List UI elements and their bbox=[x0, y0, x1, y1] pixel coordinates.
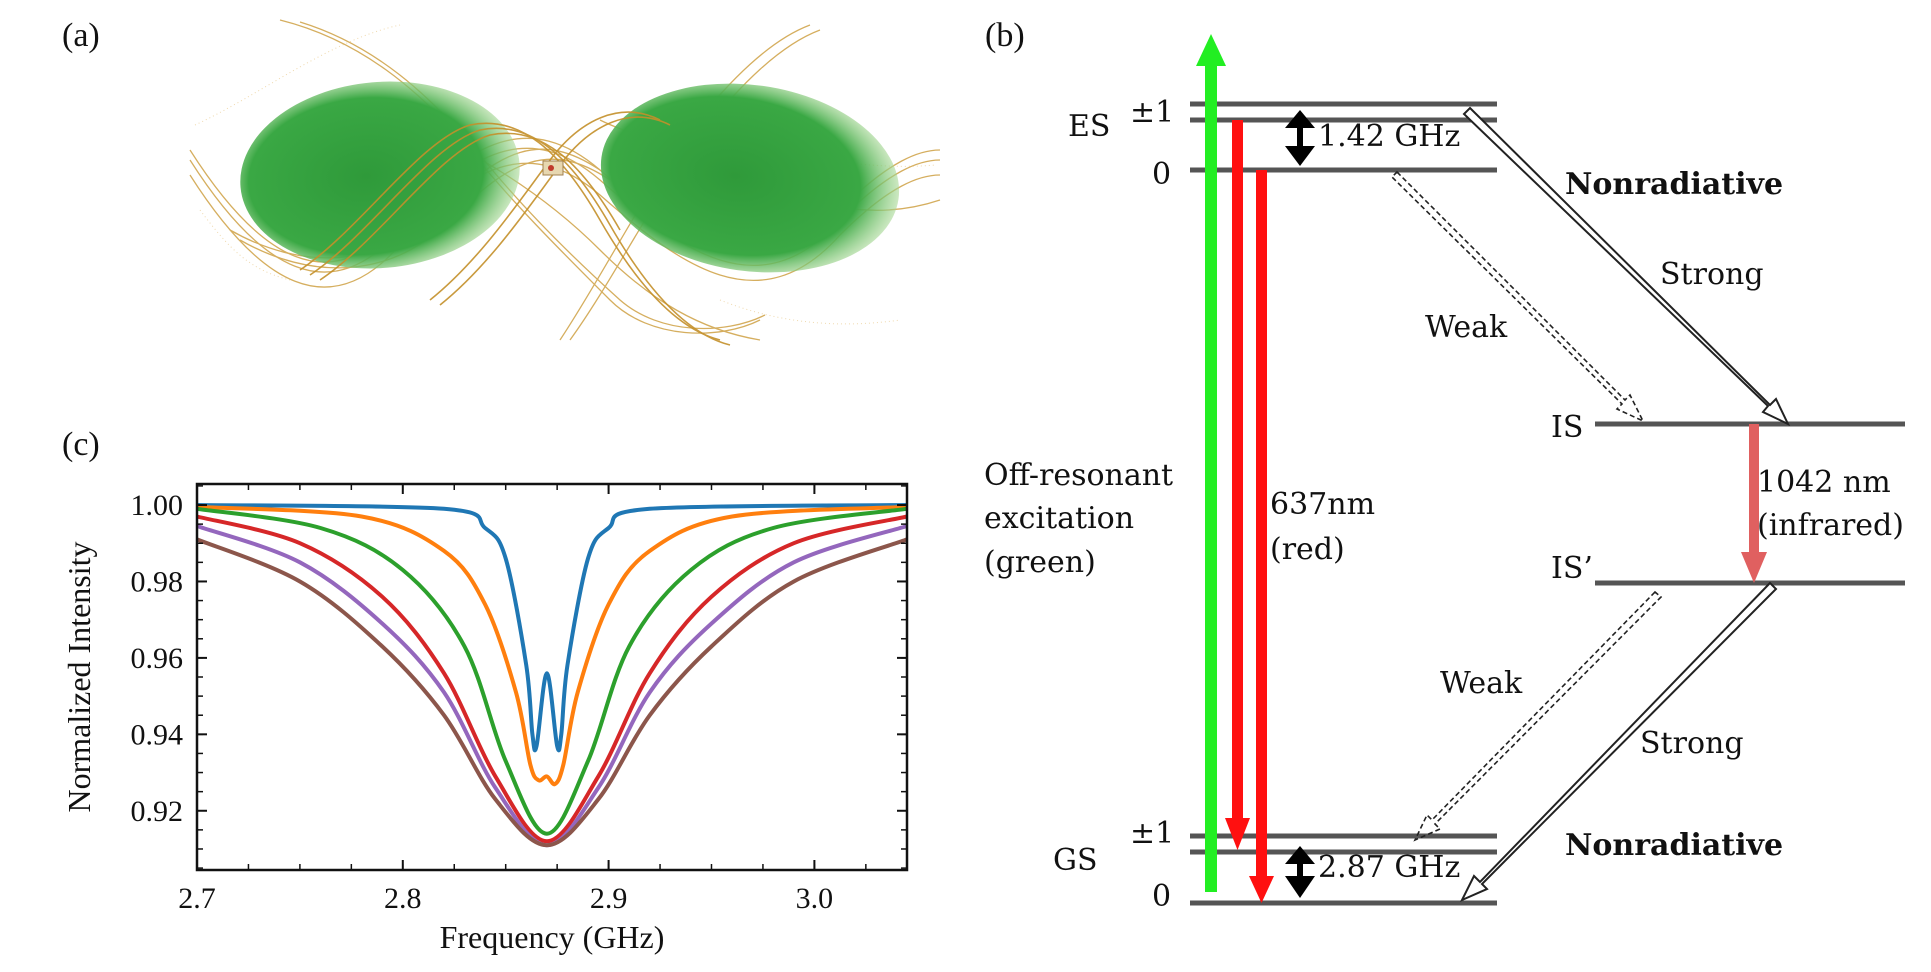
x-tick-label-4: 3.0 bbox=[796, 882, 834, 915]
es-pm1-label: ±1 bbox=[1130, 95, 1174, 130]
nv-orbital-illustration bbox=[189, 19, 941, 346]
gs-label: GS bbox=[1053, 843, 1098, 878]
weak-arrow-bottom bbox=[1413, 590, 1663, 842]
panel-c-label: (c) bbox=[62, 426, 100, 463]
gs-splitting-label: 2.87 GHz bbox=[1318, 850, 1460, 885]
series-line-4 bbox=[196, 514, 908, 844]
odmr-chart: 2.7 2.8 2.9 3.0 1.00 0.98 0.96 0.94 0.92 Frequen… bbox=[61, 482, 909, 955]
series-line-1 bbox=[196, 503, 908, 753]
es-splitting-arrow bbox=[1285, 110, 1315, 166]
x-tick-label-1: 2.7 bbox=[178, 882, 216, 915]
strong-arrow-bottom bbox=[1459, 581, 1778, 903]
weak-arrow-top bbox=[1390, 170, 1645, 423]
chart-series-group bbox=[196, 503, 908, 848]
y-tick-label-1: 1.00 bbox=[131, 489, 184, 522]
gs-splitting-arrow bbox=[1285, 846, 1315, 898]
weak-label-top: Weak bbox=[1425, 310, 1508, 345]
infrared-label-line1: 1042 nm bbox=[1757, 465, 1891, 500]
infrared-label-line2: (infrared) bbox=[1757, 508, 1904, 543]
y-tick-label-2: 0.98 bbox=[131, 565, 184, 598]
es-splitting-label: 1.42 GHz bbox=[1318, 119, 1460, 154]
nonradiative-label-top: Nonradiative bbox=[1565, 167, 1783, 202]
series-line-5 bbox=[196, 524, 908, 848]
y-tick-label-4: 0.94 bbox=[131, 718, 184, 751]
excitation-arrow bbox=[1196, 34, 1226, 892]
es-zero-label: 0 bbox=[1152, 157, 1171, 192]
emission-label-line1: 637nm bbox=[1270, 487, 1375, 522]
chart-ticks-group: 2.7 2.8 2.9 3.0 1.00 0.98 0.96 0.94 0.92 bbox=[131, 484, 907, 915]
x-tick-label-3: 2.9 bbox=[590, 882, 628, 915]
excitation-label-line2: excitation bbox=[984, 501, 1134, 536]
emission-arrow-pm1 bbox=[1225, 120, 1250, 850]
series-line-3 bbox=[196, 506, 908, 836]
excitation-label-line1: Off-resonant bbox=[984, 458, 1173, 493]
gs-zero-label: 0 bbox=[1152, 879, 1171, 914]
y-tick-label-3: 0.96 bbox=[131, 642, 184, 675]
series-line-2 bbox=[196, 504, 908, 787]
strong-label-top: Strong bbox=[1660, 257, 1764, 292]
weak-label-bottom: Weak bbox=[1440, 666, 1523, 701]
es-label: ES bbox=[1068, 109, 1110, 144]
emission-label-line2: (red) bbox=[1270, 532, 1345, 567]
panel-a-label: (a) bbox=[62, 17, 100, 54]
panel-b-label: (b) bbox=[985, 17, 1025, 54]
is-label: IS bbox=[1551, 410, 1583, 445]
excitation-label-line3: (green) bbox=[984, 545, 1096, 580]
infrared-arrow bbox=[1741, 424, 1767, 583]
series-line-6 bbox=[196, 537, 908, 848]
isp-label: IS’ bbox=[1551, 551, 1593, 586]
emission-arrow-0 bbox=[1249, 170, 1274, 903]
energy-level-diagram: ES ±1 0 IS IS’ GS ±1 0 1.42 GHz 2.87 GHz bbox=[984, 34, 1905, 914]
x-tick-label-2: 2.8 bbox=[384, 882, 422, 915]
strong-label-bottom: Strong bbox=[1640, 726, 1744, 761]
x-axis-label: Frequency (GHz) bbox=[440, 919, 665, 955]
left-lobe bbox=[240, 81, 520, 269]
right-lobe bbox=[600, 83, 900, 273]
y-axis-label: Normalized Intensity bbox=[61, 541, 97, 812]
y-tick-label-5: 0.92 bbox=[131, 795, 184, 828]
strong-arrow-top bbox=[1462, 106, 1791, 427]
gs-pm1-label: ±1 bbox=[1130, 816, 1174, 851]
nonradiative-label-bottom: Nonradiative bbox=[1565, 828, 1783, 863]
